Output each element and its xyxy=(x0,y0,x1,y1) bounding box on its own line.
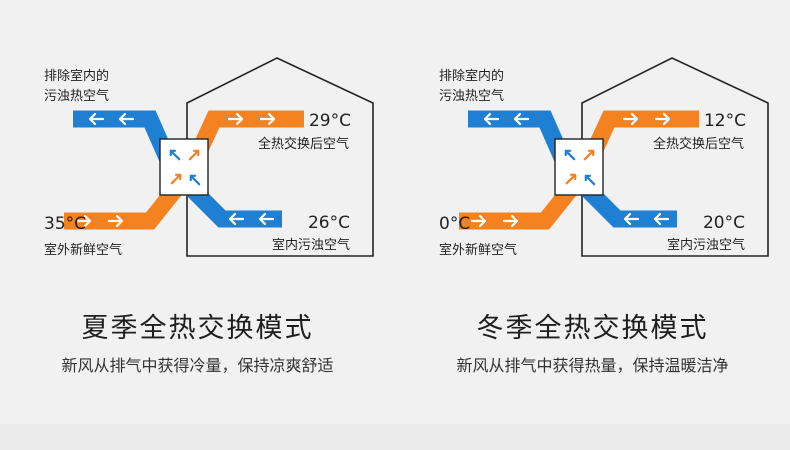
right-arrow-icon xyxy=(259,112,276,126)
diagonal-arrow-icon xyxy=(170,173,182,185)
left-arrow-icon xyxy=(258,212,275,226)
left-arrow-icon xyxy=(623,212,640,226)
supply-temperature: 12°C xyxy=(704,111,746,131)
bottom-band xyxy=(0,424,790,450)
diagonal-arrow-icon xyxy=(583,149,595,161)
exhaust-label-line2: 污浊热空气 xyxy=(44,88,109,104)
house-outline xyxy=(186,57,374,257)
outdoor-air-label: 室外新鲜空气 xyxy=(44,242,122,258)
exhaust-label-line1: 排除室内的 xyxy=(439,68,504,84)
indoor-air-label: 室内污浊空气 xyxy=(667,237,745,253)
mode-subtitle-summer: 新风从排气中获得冷量，保持凉爽舒适 xyxy=(61,356,334,375)
right-arrow-icon xyxy=(227,112,244,126)
diagonal-arrow-icon xyxy=(565,173,577,185)
diagonal-arrow-icon xyxy=(584,174,596,186)
mode-title-winter: 冬季全热交换模式 xyxy=(476,313,709,344)
right-arrow-icon xyxy=(502,214,519,228)
outdoor-temperature: 0°C xyxy=(439,214,470,234)
right-arrow-icon xyxy=(470,214,487,228)
left-arrow-icon xyxy=(653,212,670,226)
right-arrow-icon xyxy=(654,112,671,126)
mode-title-summer: 夏季全热交换模式 xyxy=(81,313,314,344)
indoor-temperature: 26°C xyxy=(308,213,350,233)
mode-subtitle-winter: 新风从排气中获得热量，保持温暖洁净 xyxy=(456,356,729,375)
exhaust-label-line1: 排除室内的 xyxy=(44,68,109,84)
diagonal-arrow-icon xyxy=(188,149,200,161)
indoor-air-label: 室内污浊空气 xyxy=(272,237,350,253)
left-arrow-icon xyxy=(88,112,105,126)
right-arrow-icon xyxy=(107,214,124,228)
heat-exchanger-core xyxy=(159,138,209,196)
diagonal-arrow-icon xyxy=(169,149,181,161)
left-arrow-icon xyxy=(228,212,245,226)
supply-temperature: 29°C xyxy=(309,111,351,131)
house-outline xyxy=(581,57,769,257)
heat-exchanger-core xyxy=(554,138,604,196)
exhaust-label-line2: 污浊热空气 xyxy=(439,88,504,104)
supply-air-label: 全热交换后空气 xyxy=(653,136,744,152)
right-arrow-icon xyxy=(622,112,639,126)
outdoor-temperature: 35°C xyxy=(44,214,86,234)
right-arrow-icon xyxy=(75,214,92,228)
diagonal-arrow-icon xyxy=(189,174,201,186)
diagonal-arrow-icon xyxy=(564,149,576,161)
supply-air-label: 全热交换后空气 xyxy=(258,136,349,152)
left-arrow-icon xyxy=(483,112,500,126)
indoor-temperature: 20°C xyxy=(703,213,745,233)
left-arrow-icon xyxy=(513,112,530,126)
outdoor-air-label: 室外新鲜空气 xyxy=(439,242,517,258)
left-arrow-icon xyxy=(118,112,135,126)
